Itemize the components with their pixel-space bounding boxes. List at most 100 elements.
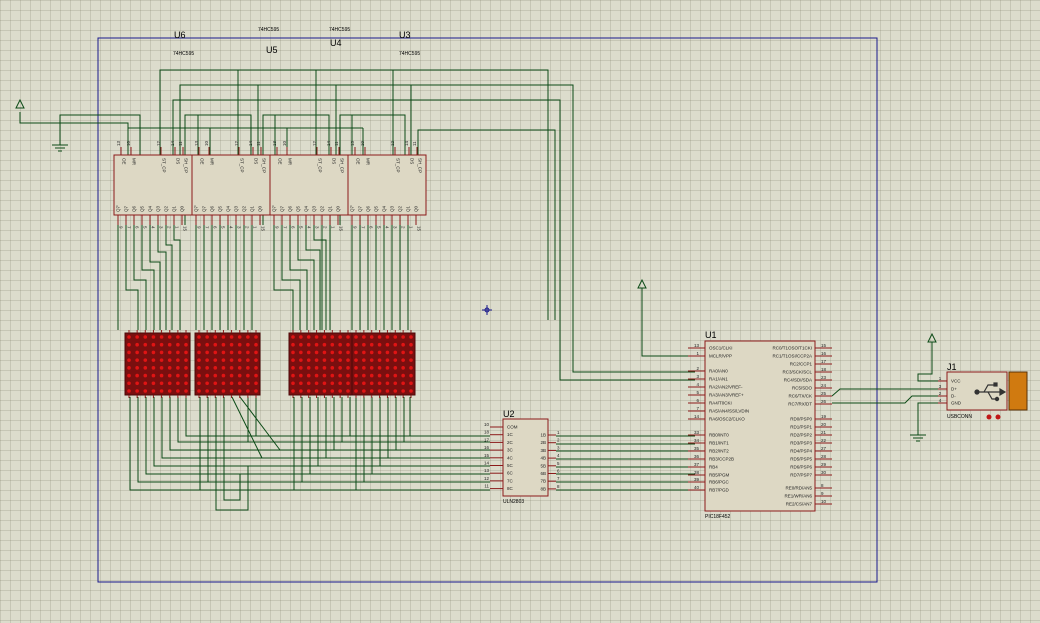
led-dot [229,373,234,378]
pin-label: Q4 [304,205,309,212]
led-dot [159,350,164,355]
led-dot [229,358,234,362]
pin-label: RB3/CCP2B [709,457,734,462]
pin-label: RE0/RD/AN5 [785,486,812,491]
pin-number: 29 [821,462,827,467]
pin-label: RD6/PSP6 [790,465,812,470]
pin-label: Q4 [148,205,153,212]
u1-ref: U1 [705,330,717,340]
led-dot [176,342,180,347]
pin-number: 3 [393,226,398,229]
led-dot [135,335,139,339]
led-dot [306,358,311,362]
led-dot [143,366,148,370]
shift-register-u5[interactable]: 13OE10MR12ST_CP14DS11SH_CPQ7'9Q77Q66Q55Q… [191,140,271,232]
led-dot [354,342,358,347]
power-terminal-mid [637,278,647,289]
u5-value: 74HC595 [258,27,279,33]
led-dot [184,335,188,339]
led-dot [205,389,209,393]
led-dot [362,373,366,378]
pin-number: 15 [339,226,344,232]
led-dot [205,335,209,339]
pin-number: 2 [245,226,250,229]
led-dot [176,358,180,362]
led-dot [291,366,295,370]
led-dot [246,389,250,393]
led-dot [393,350,398,355]
led-dot [151,373,156,378]
led-dot [409,342,413,347]
pin-number: 1 [939,376,942,381]
led-dot [291,358,295,362]
led-dot [385,342,390,347]
pin-number: 2 [939,391,942,396]
pin-number: 6 [369,226,374,229]
pin-number: 19 [821,414,827,419]
pin-number: 36 [694,454,700,459]
led-dot [354,366,358,370]
pin-number: 15 [484,453,490,458]
pin-label: Q1 [250,205,255,212]
led-dot [254,366,258,370]
led-dot [306,350,311,355]
pin-label: 8C [507,486,514,491]
led-dot [291,350,295,355]
pin-number: 11 [484,484,489,489]
pin-label: SH_CP [340,158,345,173]
pin-label: VCC [951,379,961,384]
led-dot [237,381,242,386]
pin-number: 39 [694,477,700,482]
led-dot [143,373,148,378]
led-dot [409,381,413,386]
led-dot [338,342,342,347]
pin-label: Q7' [272,205,277,212]
pin-label: 3C [507,448,514,453]
pin-number: 9 [353,226,358,229]
pin-label: SH_CP [262,158,267,173]
led-dot [167,335,172,339]
pin-number: 1 [557,430,560,435]
led-dot [205,358,209,362]
led-dot [291,381,295,386]
led-dot [369,342,374,347]
led-dot [159,373,164,378]
led-dot [159,342,164,347]
led-dot [377,366,382,370]
led-dot [401,342,405,347]
led-dot [354,358,358,362]
led-dot [167,358,172,362]
pin-number: 13 [116,140,121,146]
pin-label: Q6 [366,205,371,212]
led-dot [184,358,188,362]
led-dot [330,350,335,355]
pin-label: MR [288,158,293,166]
led-dot [369,373,374,378]
pin-number: 3 [315,226,320,229]
led-dot [393,366,398,370]
pin-label: RD1/PSP1 [790,425,812,430]
led-dot [246,381,250,386]
shift-register-u3[interactable]: 13OE10MR12ST_CP14DS11SH_CPQ7'9Q77Q66Q55Q… [347,140,427,232]
ground-symbol-right [910,434,926,442]
pin-label: RD2/PSP2 [790,433,812,438]
shift-register-u4[interactable]: 13OE10MR12ST_CP14DS11SH_CPQ7'9Q77Q66Q55Q… [269,140,349,232]
led-dot [205,381,209,386]
led-dot [151,358,156,362]
led-dot [346,366,350,370]
led-dot [362,358,366,362]
pin-label: SH_CP [418,158,423,173]
pin-number: 7 [557,476,560,481]
pin-number: 13 [350,140,355,146]
led-dot [322,335,327,339]
led-dot [369,389,374,393]
shift-register-u6[interactable]: 13OE10MR12ST_CP14DS11SH_CPQ7'9Q77Q66Q55Q… [113,140,193,232]
led-dot [346,342,350,347]
pin-label: RE1/WR/AN6 [784,494,812,499]
led-dot [197,342,201,347]
pin-number: 4 [229,226,234,229]
led-dot [338,389,342,393]
